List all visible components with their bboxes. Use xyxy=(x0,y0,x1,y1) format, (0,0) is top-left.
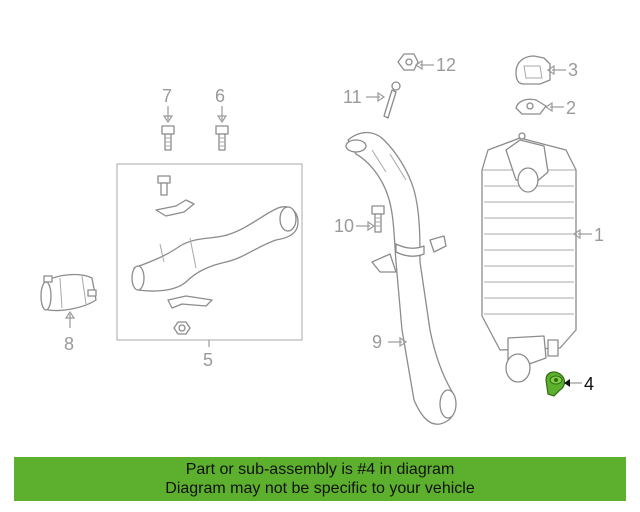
banner-line-1: Part or sub-assembly is #4 in diagram xyxy=(185,461,455,478)
part-4-highlighted-grommet[interactable] xyxy=(545,371,566,397)
callout-4: 4 xyxy=(584,374,594,394)
callout-7: 7 xyxy=(162,86,172,106)
callout-8: 8 xyxy=(64,334,74,354)
callout-12: 12 xyxy=(436,55,456,75)
callout-2: 2 xyxy=(566,98,576,118)
part-9-intercooler-pipe[interactable] xyxy=(345,131,457,425)
banner-line-2: Diagram may not be specific to your vehi… xyxy=(165,480,475,497)
part-2-grommet[interactable] xyxy=(515,98,547,115)
part-12-clip[interactable] xyxy=(397,53,419,71)
part-7-bolt[interactable] xyxy=(161,106,175,151)
leader-4-arrow xyxy=(564,379,570,387)
part-3-mount-bracket[interactable] xyxy=(515,55,551,85)
part-8-hose-coupler[interactable] xyxy=(40,273,97,312)
part-6-bolt[interactable] xyxy=(215,106,229,151)
parts-diagram: 7 6 5 xyxy=(40,53,604,425)
callout-11: 11 xyxy=(343,87,362,107)
info-banner: Part or sub-assembly is #4 in diagram Di… xyxy=(14,457,626,501)
part-1-intercooler[interactable] xyxy=(481,132,577,383)
callout-9: 9 xyxy=(372,332,382,352)
callout-1: 1 xyxy=(594,225,604,245)
callout-10: 10 xyxy=(334,216,354,236)
part-11-stud[interactable] xyxy=(383,81,401,119)
callout-3: 3 xyxy=(568,60,578,80)
callout-5: 5 xyxy=(203,350,213,370)
callout-6: 6 xyxy=(215,86,225,106)
part-10-bolt[interactable] xyxy=(371,205,385,233)
part-5-pipe-assembly[interactable] xyxy=(116,163,303,341)
